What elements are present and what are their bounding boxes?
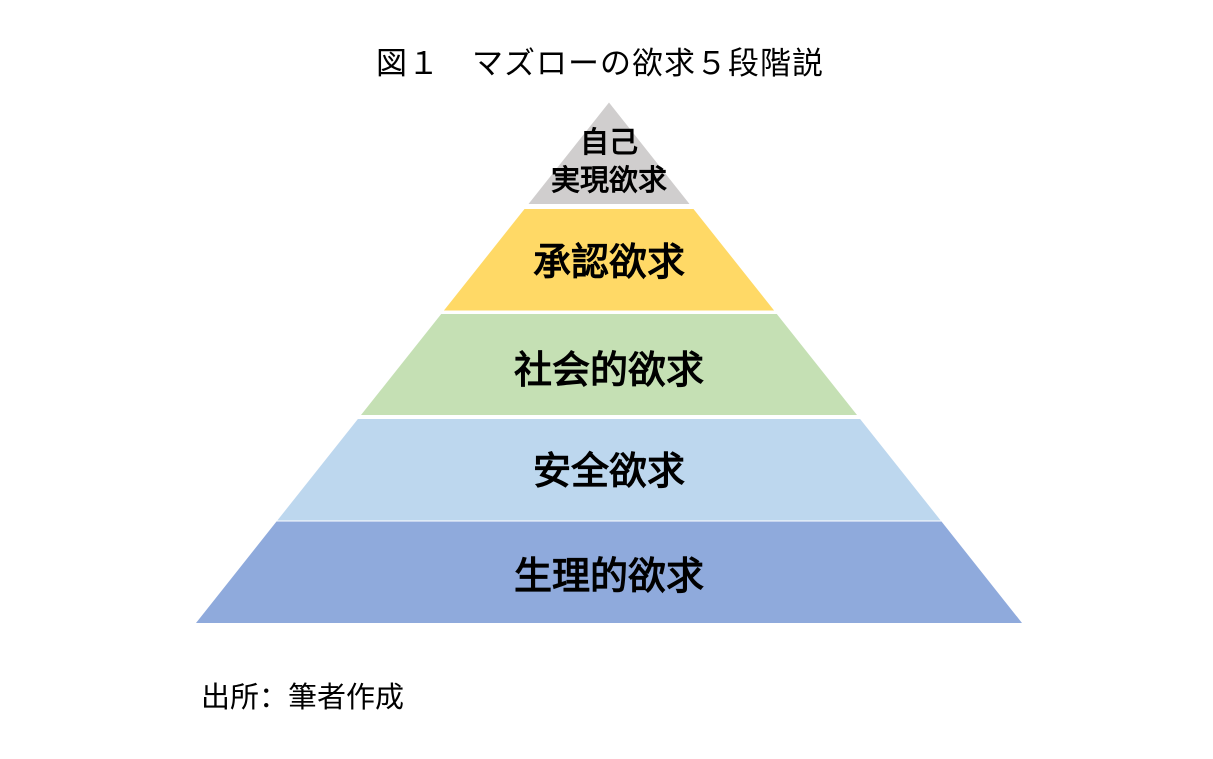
figure-title: 図１ マズローの欲求５段階説 [376,46,824,81]
pyramid-level-physiological-shape [196,521,1022,623]
self-actualization-label-line2: 実現欲求 [551,164,667,197]
pyramid-level-safety-shape [277,419,941,521]
pyramid-level-social-shape [361,314,857,415]
source-note: 出所：筆者作成 [201,682,405,714]
pyramid-level-self-actualization-shape [528,102,690,204]
physiological-label: 生理的欲求 [514,556,704,598]
pyramid-level-esteem-shape [443,209,775,311]
social-label: 社会的欲求 [514,350,704,392]
esteem-label: 承認欲求 [533,242,685,284]
safety-label: 安全欲求 [533,450,685,493]
self-actualization-label-line1: 自己 [580,126,638,159]
